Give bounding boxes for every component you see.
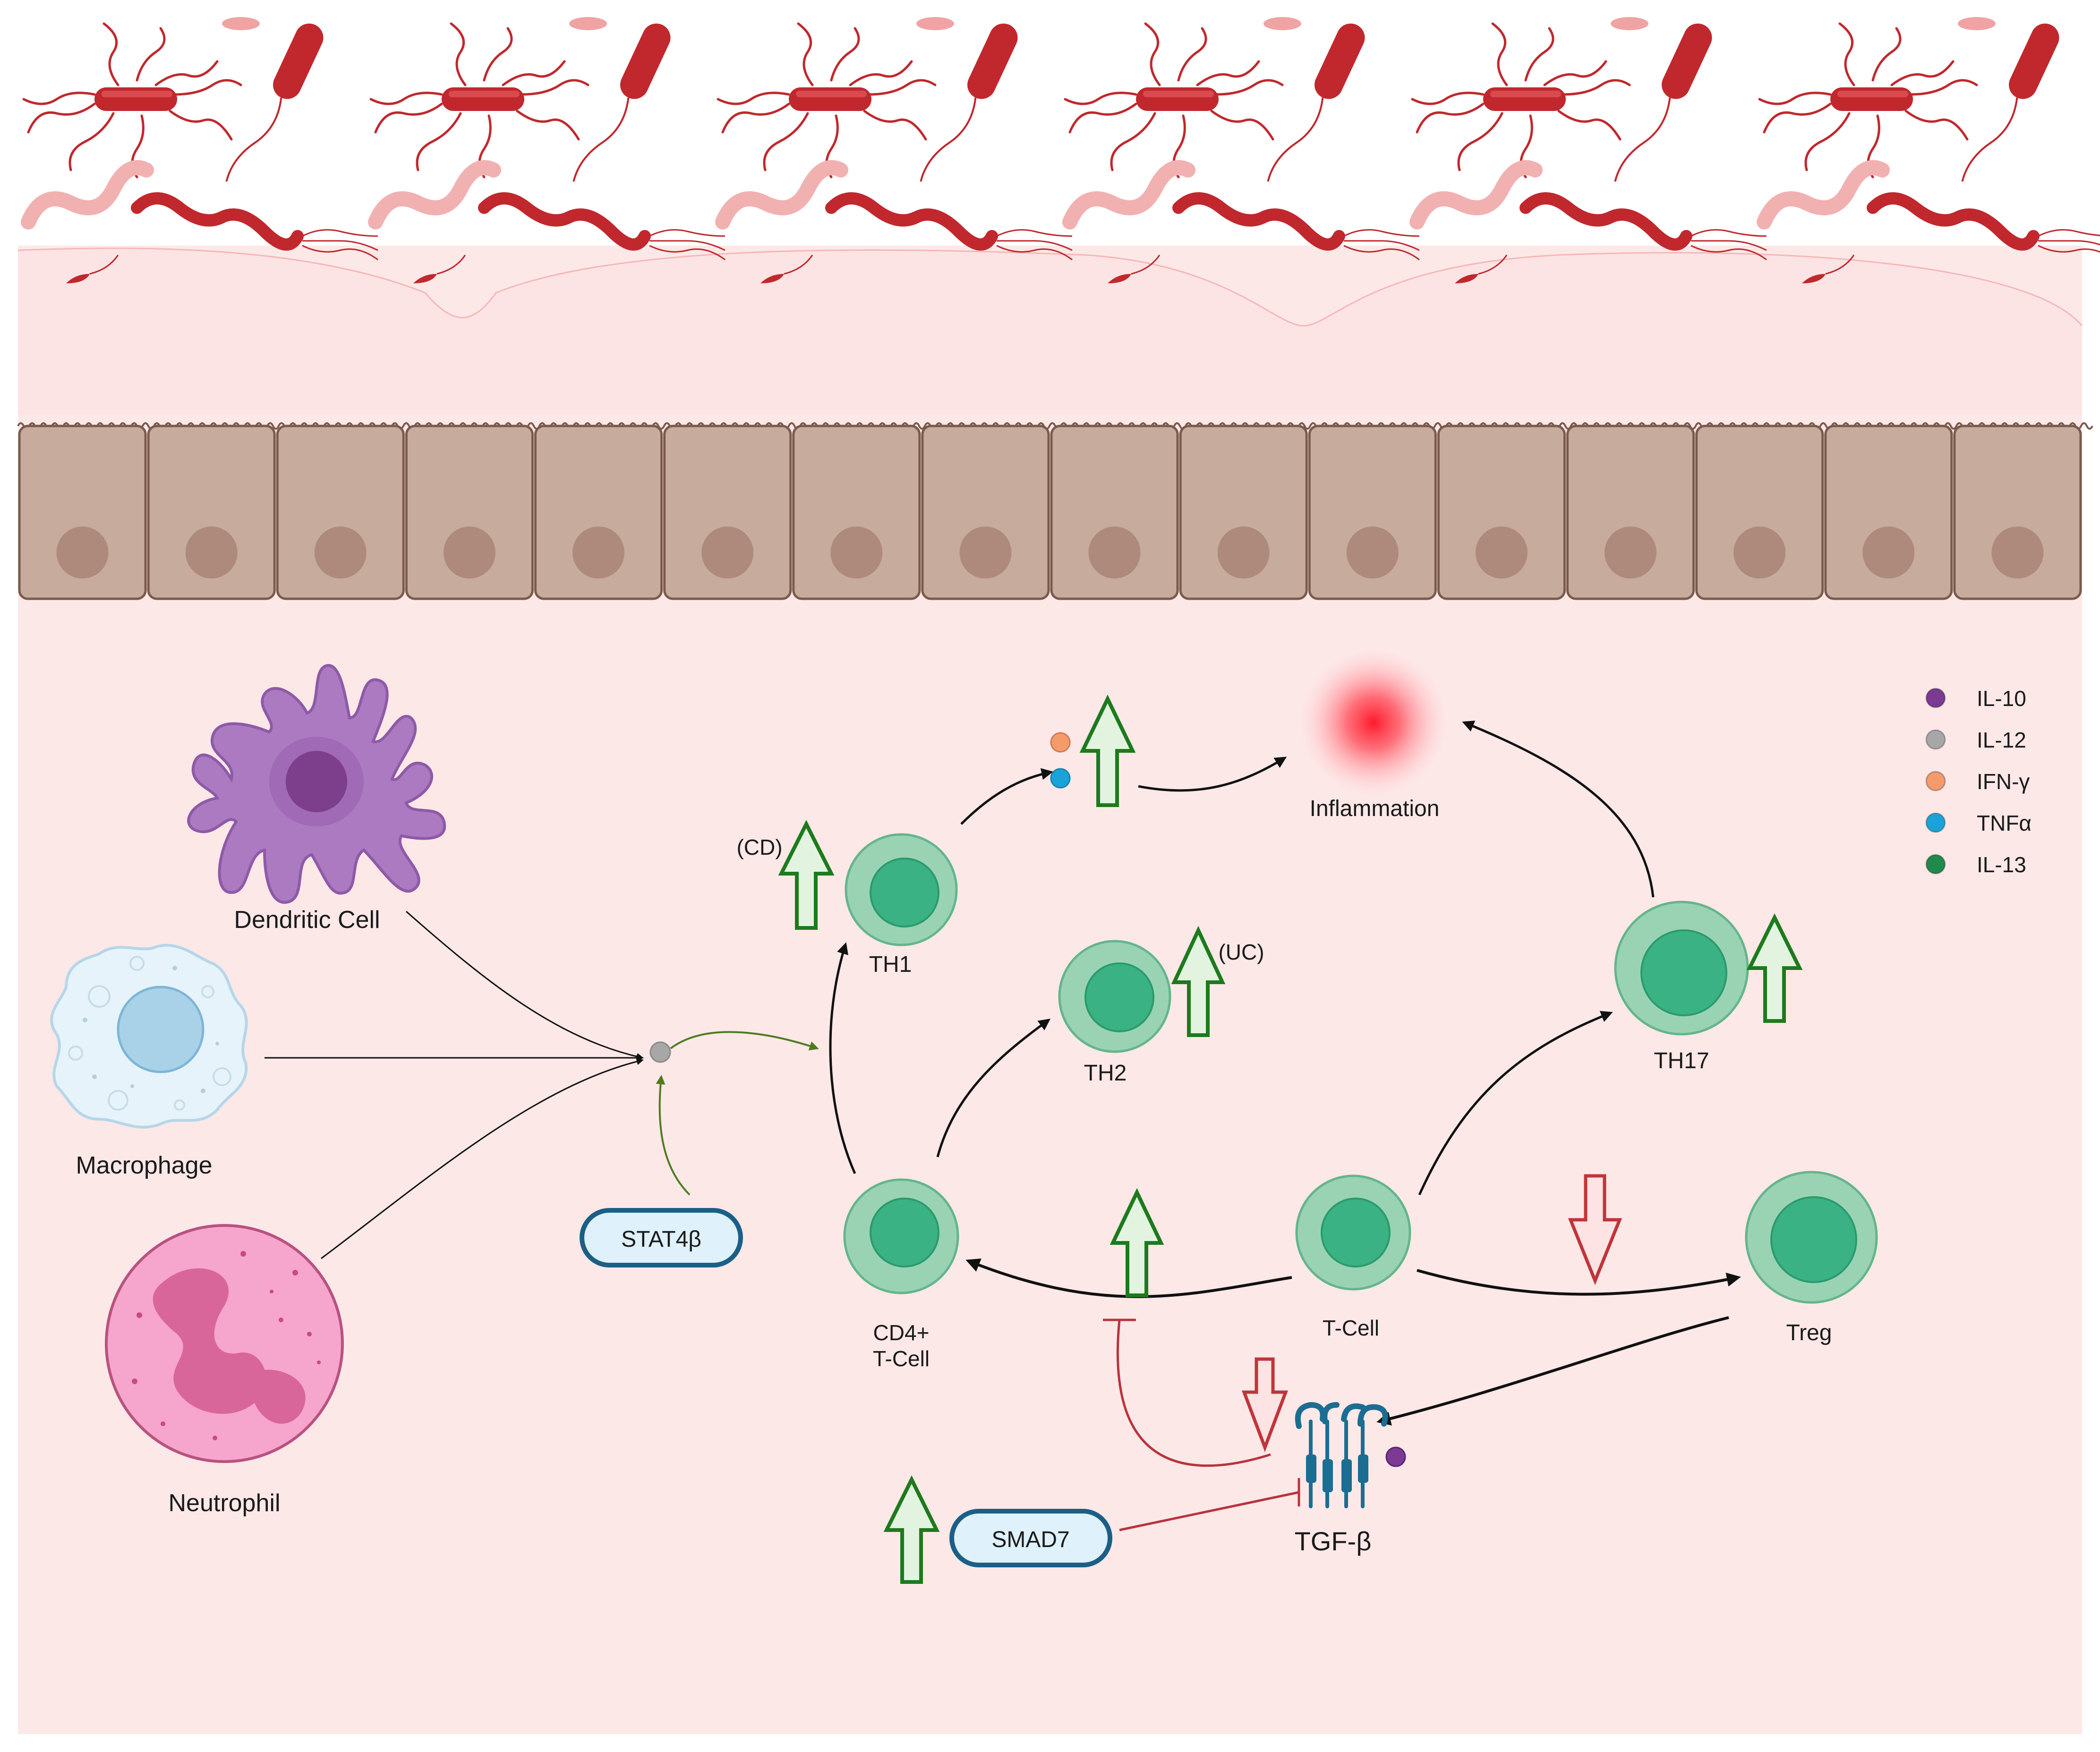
up-arrows	[778, 694, 1803, 1584]
smad7-pill: SMAD7	[949, 1509, 1112, 1567]
tnf-alpha-molecule	[1050, 768, 1071, 789]
epithelial-cell	[1050, 425, 1179, 600]
epithelial-nucleus	[1475, 527, 1528, 578]
legend-label: IL-10	[1977, 686, 2026, 711]
inhibition-lines	[1103, 1318, 1300, 1531]
cd4-up-arrow-icon	[1110, 1188, 1164, 1297]
neutrophil-label: Neutrophil	[168, 1489, 280, 1517]
treg-cell-icon	[1745, 1171, 1878, 1304]
th2-up-arrow-icon	[1171, 926, 1226, 1037]
epithelial-nucleus	[1605, 527, 1657, 578]
epithelial-cell	[792, 425, 921, 600]
svg-text:SMAD7: SMAD7	[991, 1527, 1069, 1552]
cytokine-up-arrow-icon	[1079, 694, 1136, 807]
tgf-beta-label: TGF-β	[1295, 1526, 1372, 1556]
macrophage-label: Macrophage	[76, 1152, 212, 1179]
smad7-up-arrow-icon	[883, 1475, 940, 1584]
epithelial-nucleus	[1088, 527, 1141, 578]
stat4b-pill: STAT4β	[580, 1208, 743, 1267]
uc-annotation: (UC)	[1218, 940, 1264, 964]
th17-up-arrow-icon	[1746, 913, 1803, 1023]
svg-text:STAT4β: STAT4β	[621, 1227, 701, 1252]
mucus-layer	[18, 248, 2082, 416]
epithelial-layer	[17, 422, 2093, 600]
th17-cell-icon	[1614, 901, 1749, 1036]
epithelial-cell	[921, 425, 1050, 600]
legend-label: IFN-γ	[1977, 769, 2030, 794]
epithelial-cell	[1437, 425, 1566, 600]
epithelial-cell	[534, 425, 663, 600]
legend-label: TNFα	[1977, 811, 2032, 835]
cd4-label: CD4+	[873, 1320, 930, 1345]
th1-label: TH1	[869, 952, 912, 977]
epithelial-nucleus	[1862, 527, 1915, 578]
epithelial-nucleus	[56, 527, 109, 578]
t-cell-icon	[1295, 1174, 1411, 1291]
inflammation-label: Inflammation	[1310, 796, 1440, 821]
epithelial-nucleus	[701, 527, 754, 578]
epithelial-cell	[405, 425, 534, 600]
epithelial-nucleus	[314, 527, 367, 578]
epithelial-cell	[18, 425, 147, 600]
legend-swatch	[1925, 771, 1946, 791]
il12-molecule	[649, 1041, 671, 1063]
legend-swatch	[1925, 854, 1946, 875]
inflammation-icon	[1298, 647, 1449, 798]
innate-to-il12-arrows	[265, 910, 644, 1259]
dendritic-cell-icon	[187, 664, 446, 904]
t-cell-label: T-Cell	[1323, 1316, 1379, 1340]
neutrophil-icon	[105, 1224, 344, 1463]
th17-label: TH17	[1654, 1048, 1709, 1073]
th2-label: TH2	[1084, 1061, 1127, 1086]
epithelial-nucleus	[1217, 527, 1270, 578]
il10-molecule	[1385, 1446, 1406, 1467]
cd4-tcell-label: T-Cell	[873, 1346, 930, 1371]
tgf-beta-receptor-icon	[1295, 1402, 1388, 1508]
epithelial-nucleus	[1733, 527, 1786, 578]
epithelial-nucleus	[185, 527, 238, 578]
pathway-arrows	[829, 721, 1741, 1426]
th1-up-arrow-icon	[778, 820, 835, 930]
epithelial-cell	[147, 425, 276, 600]
cd-annotation: (CD)	[736, 835, 782, 859]
epithelial-cell	[1179, 425, 1308, 600]
macrophage-icon	[50, 944, 248, 1129]
legend-swatch	[1925, 729, 1946, 750]
legend-label: IL-12	[1977, 728, 2026, 752]
ifn-gamma-molecule	[1050, 732, 1071, 753]
epithelial-cell	[1953, 425, 2082, 600]
epithelial-cell	[1695, 425, 1824, 600]
epithelial-cell	[663, 425, 792, 600]
epithelial-cell	[1308, 425, 1437, 600]
epithelial-cell	[1824, 425, 1953, 600]
epithelial-nucleus	[830, 527, 883, 578]
epithelial-nucleus	[959, 527, 1012, 578]
epithelial-nucleus	[1991, 527, 2044, 578]
epithelial-nucleus	[572, 527, 625, 578]
th2-cell-icon	[1058, 940, 1171, 1053]
treg-label: Treg	[1786, 1320, 1832, 1345]
il12-to-cd4-arrow	[670, 1031, 819, 1051]
stat4-to-il12-arrow	[656, 1075, 691, 1196]
cd4-t-cell-icon	[843, 1178, 959, 1294]
epithelial-cell	[1566, 425, 1695, 600]
dendritic-cell-label: Dendritic Cell	[234, 906, 380, 934]
epithelial-nucleus	[443, 527, 495, 578]
epithelial-cell	[276, 425, 405, 600]
legend-label: IL-13	[1977, 852, 2026, 877]
legend-swatch	[1925, 688, 1946, 708]
th1-cell-icon	[845, 833, 958, 946]
epithelial-nucleus	[1346, 527, 1399, 578]
legend-swatch	[1925, 812, 1946, 833]
treg-down-arrow-icon	[1568, 1174, 1622, 1285]
tgf-beta-down-arrow-icon	[1241, 1357, 1289, 1452]
down-arrows	[1241, 1174, 1622, 1452]
